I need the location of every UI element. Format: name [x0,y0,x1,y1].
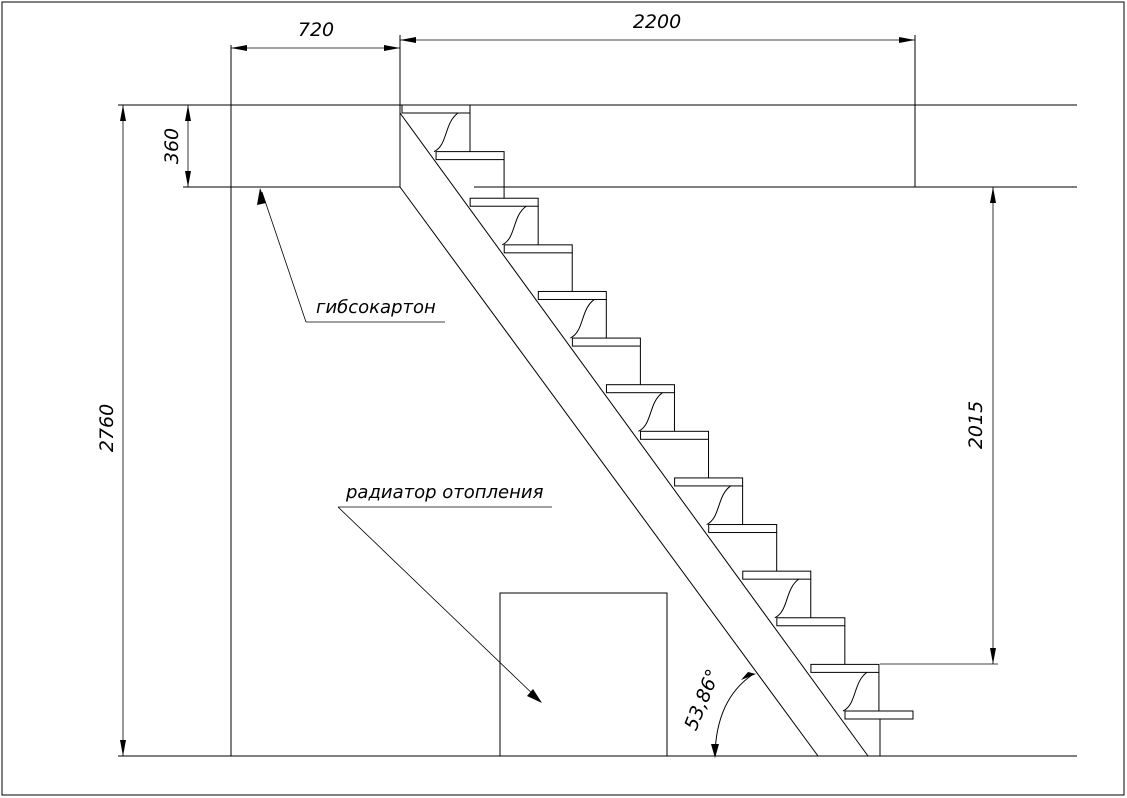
stair-tread [401,104,471,114]
dimension-2015 [880,187,998,665]
radiator-leader [337,506,552,703]
stair-bracket [706,485,731,525]
dimension-label-360: 360 [161,128,183,164]
stair-tread [810,663,880,673]
stair-tread [674,477,744,487]
dimension-2200 [400,37,915,43]
stair-tread [537,290,607,300]
drywall-leader [257,188,445,323]
dimension-label-2760: 2760 [96,404,118,452]
stringer [399,112,869,757]
stair-bracket [433,112,459,153]
stair-tread [503,244,573,254]
dimension-label-720: 720 [298,19,334,41]
dimension-label-2200: 2200 [633,11,681,33]
stair-bracket [501,205,527,246]
angle-label: 53,86° [680,666,724,733]
angle-arc [714,674,753,757]
dimension-label-2015: 2015 [965,401,987,449]
dimension-2760 [120,105,126,756]
stair-tread [469,197,539,207]
stair-tread [708,524,778,534]
stair-bracket [570,299,595,339]
stair-bracket [638,392,663,432]
stair-tread [571,337,641,347]
dimension-720 [231,45,400,51]
dimension-360 [185,105,191,187]
stair-bracket [774,578,800,619]
angle-arrow-top [741,672,756,680]
stair-tread [605,384,675,394]
stair-tread [742,570,812,580]
stair-tread [844,710,914,720]
stair-tread [435,151,505,161]
radiator-note: радиатор отопления [345,482,544,503]
angle-arrow-bottom [711,744,719,758]
radiator [499,592,668,757]
stair-treads [401,104,914,756]
drywall-note: гибсокартон [316,297,436,318]
stair-tread [776,617,846,627]
stair-bracket [842,671,868,712]
stair-tread [640,430,710,440]
